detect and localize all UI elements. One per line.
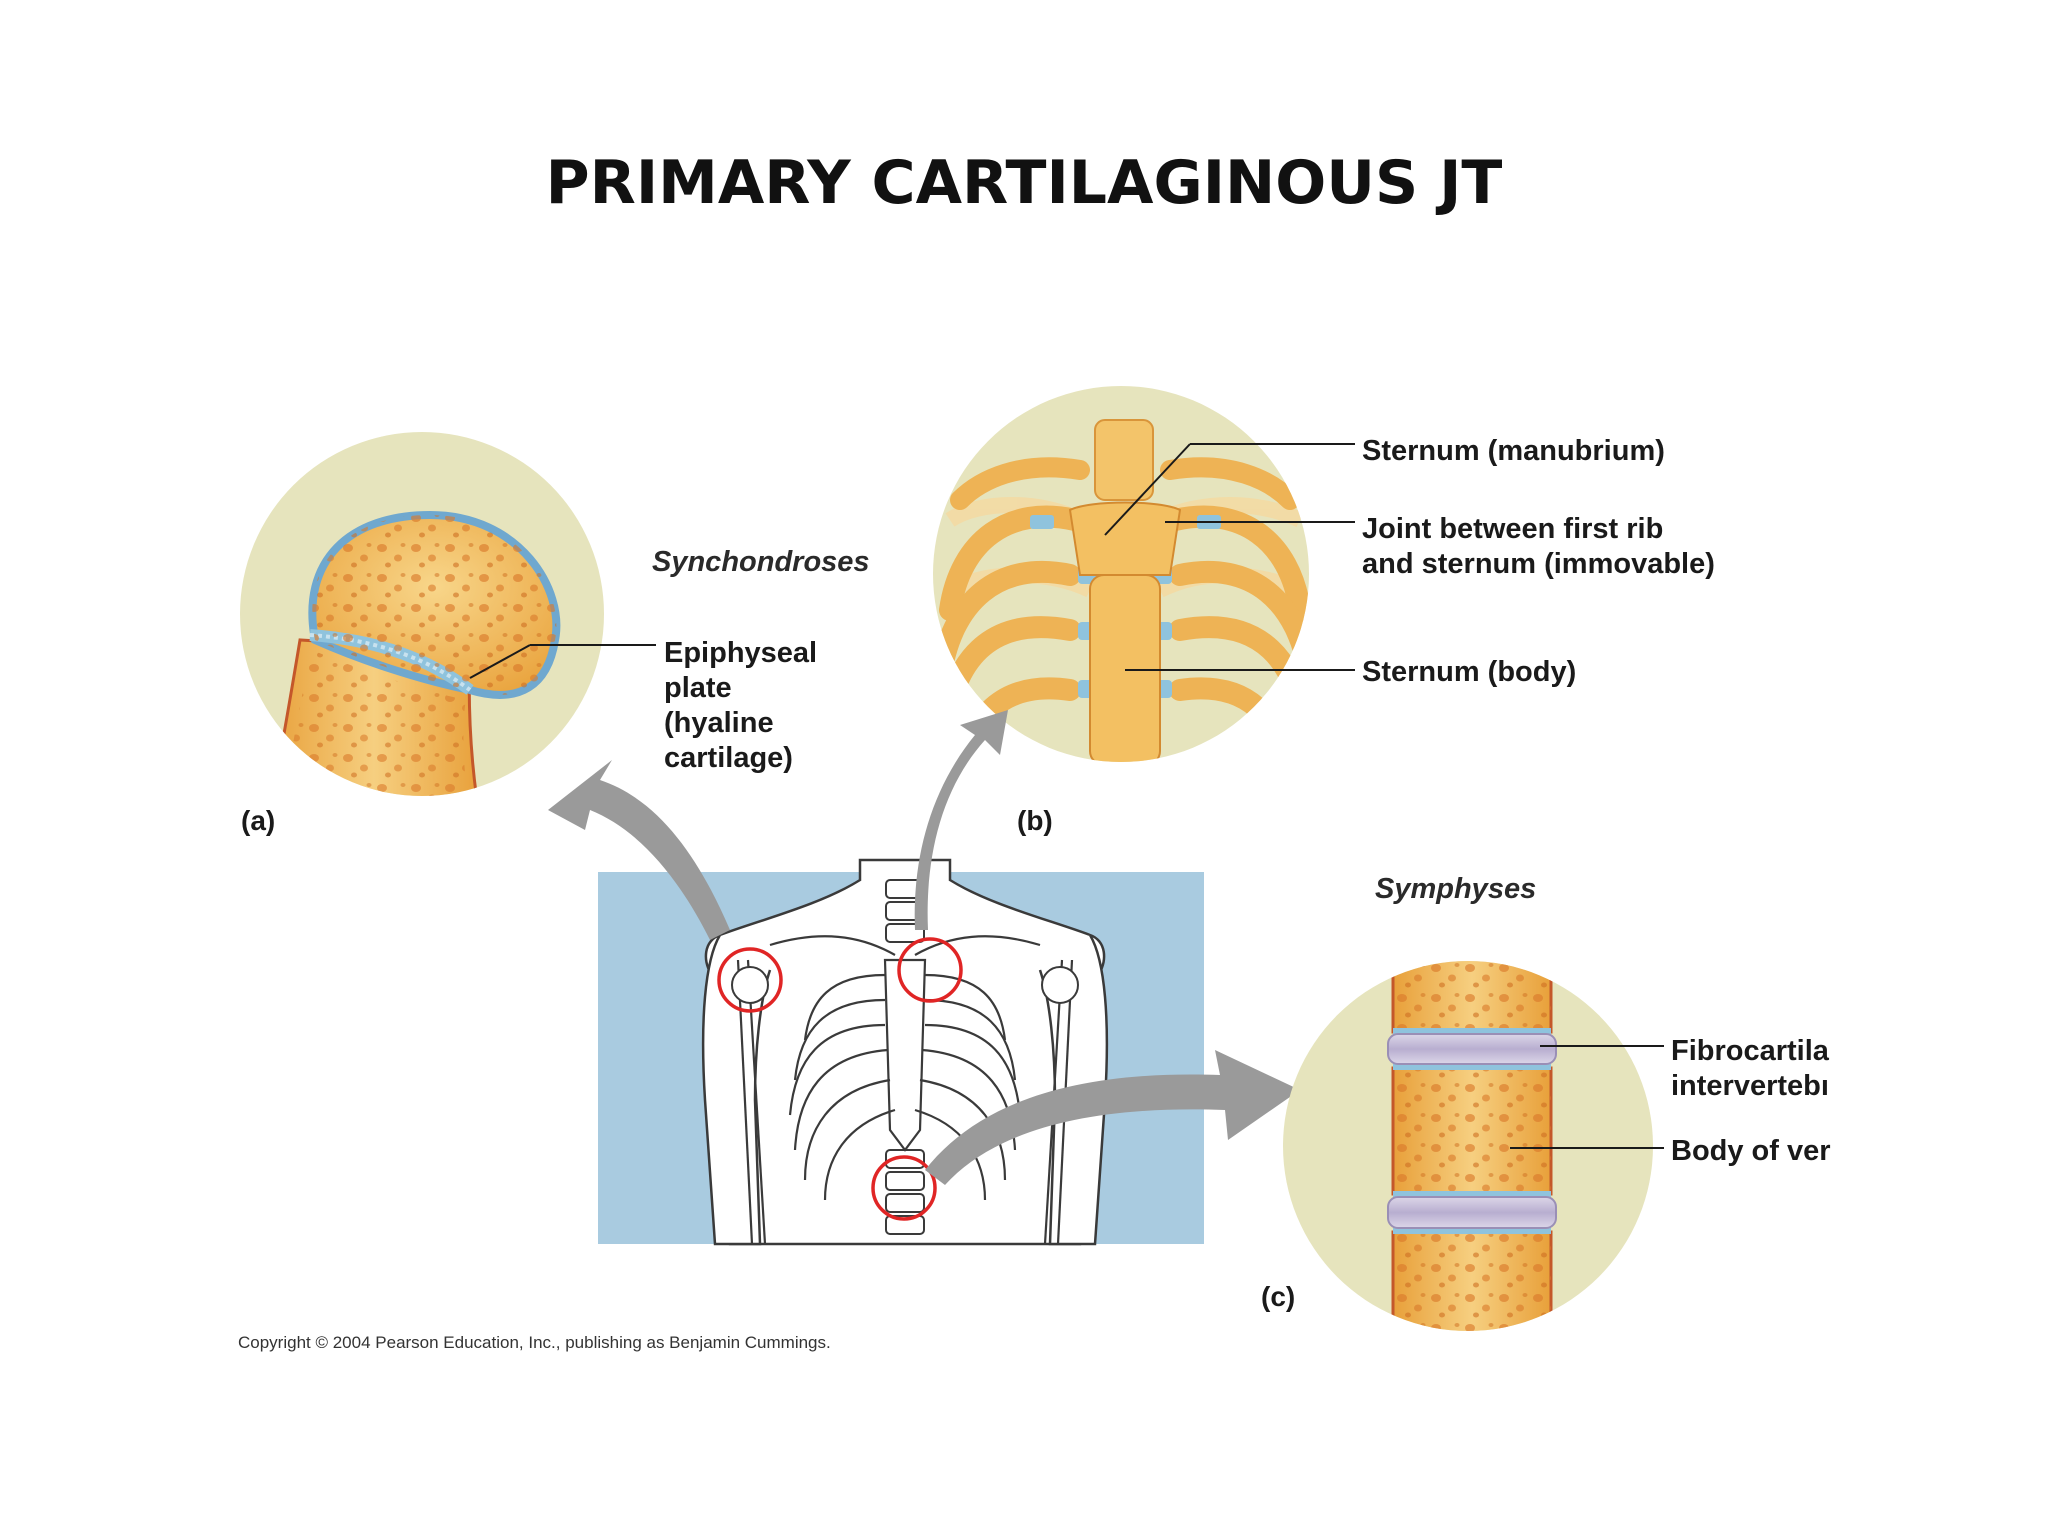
arrow-to-panel-c (925, 1050, 1300, 1185)
panel-letter-a: (a) (241, 805, 275, 836)
label-epiphyseal-line1: Epiphyseal (664, 637, 817, 669)
highlight-vertebra (871, 1155, 937, 1221)
label-synchondroses: Synchondroses (652, 546, 870, 578)
label-sternum-body: Sternum (body) (1362, 656, 1576, 688)
highlight-sternum (897, 937, 963, 1003)
skeleton-thorax (598, 858, 1204, 1246)
label-epiphyseal-line3: (hyaline (664, 707, 774, 739)
label-fibrocartilage-line2: intervertebı (1671, 1070, 1829, 1102)
panel-b-sternum (933, 386, 1355, 762)
arrow-to-panel-a (548, 760, 730, 940)
label-epiphyseal-line4: cartilage) (664, 742, 793, 774)
highlight-epiphyseal (717, 947, 783, 1013)
arrows (548, 710, 1300, 1185)
label-first-rib-line2: and sternum (immovable) (1362, 548, 1715, 580)
label-vertebra-body: Body of ver (1671, 1135, 1831, 1167)
label-fibrocartilage-line1: Fibrocartila (1671, 1035, 1830, 1067)
copyright-notice: Copyright © 2004 Pearson Education, Inc.… (238, 1333, 831, 1352)
label-symphyses: Symphyses (1375, 873, 1536, 905)
panel-c-vertebrae (1283, 961, 1664, 1331)
panel-a-humerus-head (240, 432, 656, 796)
panel-letter-c: (c) (1261, 1281, 1295, 1312)
leader-epiphyseal (469, 644, 531, 679)
slide-title: PRIMARY CARTILAGINOUS JT (545, 148, 1503, 218)
label-manubrium: Sternum (manubrium) (1362, 435, 1665, 467)
label-epiphyseal-line2: plate (664, 672, 732, 704)
label-first-rib-line1: Joint between first rib (1362, 513, 1663, 545)
panel-letter-b: (b) (1017, 805, 1053, 836)
arrow-to-panel-b (914, 710, 1008, 930)
